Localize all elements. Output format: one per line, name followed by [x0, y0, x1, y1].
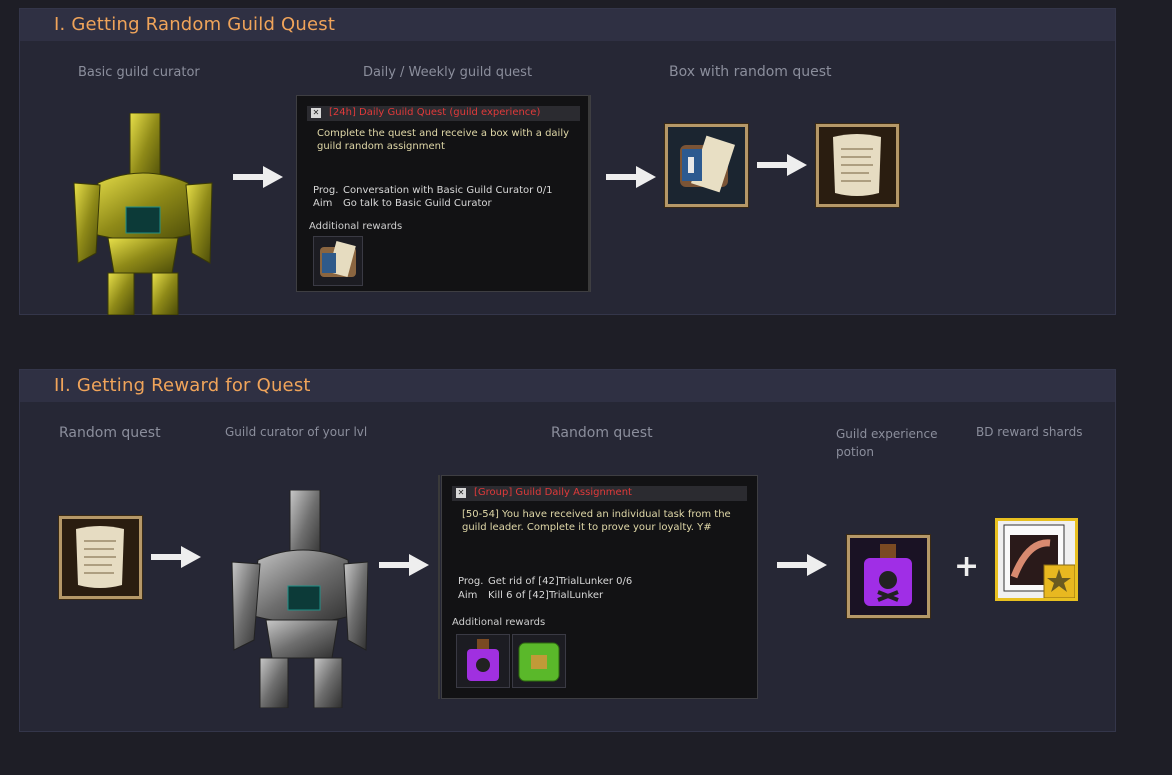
arrow-right-icon — [777, 554, 827, 576]
section-reward-for-quest: II. Getting Reward for Quest Random ques… — [19, 369, 1116, 732]
arrow-right-icon — [606, 166, 656, 188]
quest-title: [24h] Daily Guild Quest (guild experienc… — [329, 107, 541, 118]
rewards-label: Additional rewards — [309, 221, 403, 232]
progress-key: Prog. — [313, 185, 339, 196]
arrow-right-icon — [151, 546, 201, 568]
scroll-box-icon — [320, 240, 356, 278]
shard-card-star-icon — [1003, 524, 1076, 599]
label-box-random-quest: Box with random quest — [669, 64, 832, 80]
plus-sign: + — [954, 549, 980, 584]
aim-value: Go talk to Basic Guild Curator — [343, 198, 492, 209]
aim-key: Aim — [458, 590, 478, 601]
label-curator-lvl: Guild curator of your lvl — [225, 425, 368, 439]
window-divider — [438, 475, 440, 699]
section-title: I. Getting Random Guild Quest — [54, 14, 336, 35]
quest-description: [50-54] You have received an individual … — [462, 509, 731, 533]
robot-figure-icon — [73, 113, 213, 315]
reward-slot[interactable] — [313, 236, 363, 286]
label-bd-shards: BD reward shards — [976, 425, 1083, 439]
label-random-quest-center: Random quest — [551, 425, 653, 441]
aim-key: Aim — [313, 198, 333, 209]
poison-potion-icon — [850, 538, 927, 615]
rewards-label: Additional rewards — [452, 617, 546, 628]
label-basic-curator: Basic guild curator — [78, 65, 200, 80]
section-random-guild-quest: I. Getting Random Guild Quest Basic guil… — [19, 8, 1116, 315]
guild-exp-potion-item[interactable] — [847, 535, 930, 618]
quest-description: Complete the quest and receive a box wit… — [317, 128, 570, 152]
bd-reward-shards-item[interactable] — [995, 518, 1078, 601]
arrow-right-icon — [379, 554, 429, 576]
quest-titlebar: ✕ [Group] Guild Daily Assignment — [452, 486, 747, 501]
label-daily-weekly-quest: Daily / Weekly guild quest — [363, 65, 533, 80]
green-box-icon — [518, 642, 560, 682]
quest-progress: Prog. Conversation with Basic Guild Curat… — [313, 184, 553, 197]
progress-key: Prog. — [458, 576, 484, 587]
section-header: I. Getting Random Guild Quest — [20, 9, 1115, 41]
poison-potion-icon — [467, 639, 499, 681]
quest-window-group: ✕ [Group] Guild Daily Assignment [50-54]… — [441, 475, 758, 699]
scroll-icon — [62, 519, 139, 596]
quest-titlebar: ✕ [24h] Daily Guild Quest (guild experie… — [307, 106, 580, 121]
random-quest-scroll-item[interactable] — [59, 516, 142, 599]
arrow-right-icon — [757, 154, 807, 176]
section-header: II. Getting Reward for Quest — [20, 370, 1115, 402]
scroll-icon — [819, 127, 896, 204]
reward-slot-potion[interactable] — [456, 634, 510, 688]
close-icon[interactable]: ✕ — [311, 108, 321, 118]
section-title: II. Getting Reward for Quest — [54, 375, 311, 396]
quest-window-daily: ✕ [24h] Daily Guild Quest (guild experie… — [296, 95, 591, 292]
quest-title: [Group] Guild Daily Assignment — [474, 487, 632, 498]
close-icon[interactable]: ✕ — [456, 488, 466, 498]
progress-value: Get rid of [42]TrialLunker 0/6 — [488, 576, 633, 587]
quest-aim: Aim Go talk to Basic Guild Curator — [313, 197, 492, 210]
reward-slot-box[interactable] — [512, 634, 566, 688]
progress-value: Conversation with Basic Guild Curator 0/… — [343, 185, 553, 196]
random-quest-scroll-item[interactable] — [816, 124, 899, 207]
quest-progress: Prog. Get rid of [42]TrialLunker 0/6 — [458, 575, 632, 588]
robot-figure-icon — [231, 490, 368, 708]
label-exp-potion: Guild experience potion — [836, 427, 938, 459]
aim-value: Kill 6 of [42]TrialLunker — [488, 590, 604, 601]
quest-box-item[interactable] — [665, 124, 748, 207]
window-divider — [588, 95, 590, 292]
quest-aim: Aim Kill 6 of [42]TrialLunker — [458, 589, 603, 602]
scroll-box-icon — [668, 127, 745, 204]
arrow-right-icon — [233, 166, 283, 188]
label-random-quest-left: Random quest — [59, 425, 161, 441]
